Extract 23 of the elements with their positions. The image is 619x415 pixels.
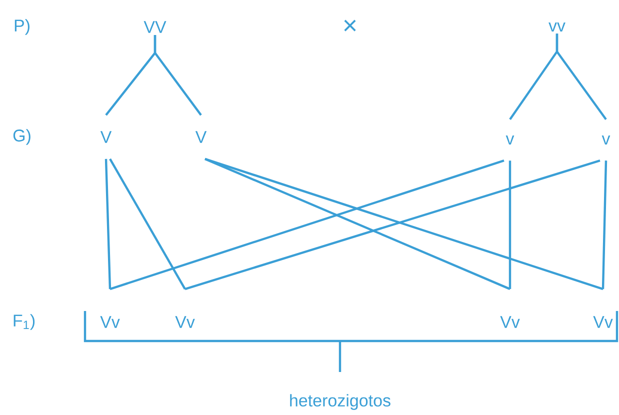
cross-symbol: × [344,20,356,32]
generation-label: P) [14,19,30,35]
offspring-genotype: Vv [593,316,613,328]
connector-line [104,158,112,290]
gamete-allele: V [195,131,207,143]
gamete-allele: v [602,136,610,144]
connector-line [204,158,510,290]
offspring-genotype: Vv [500,316,520,328]
connector-line [109,158,186,290]
generation-label: G) [13,129,30,145]
gamete-allele: V [100,131,112,143]
connector-line [508,160,512,290]
parent-genotype: vv [548,22,566,32]
offspring-genotype: Vv [175,316,195,328]
bracket-label: heterozigotos [290,394,390,410]
connector-line [556,34,607,120]
parent-genotype: VV [144,21,166,33]
connector-line [602,160,608,290]
offspring-genotype: Vv [100,316,120,328]
connector-line [110,160,504,290]
gamete-allele: v [506,136,514,144]
connector-line [154,34,202,116]
generation-label: F$_{1}$) [14,314,35,330]
